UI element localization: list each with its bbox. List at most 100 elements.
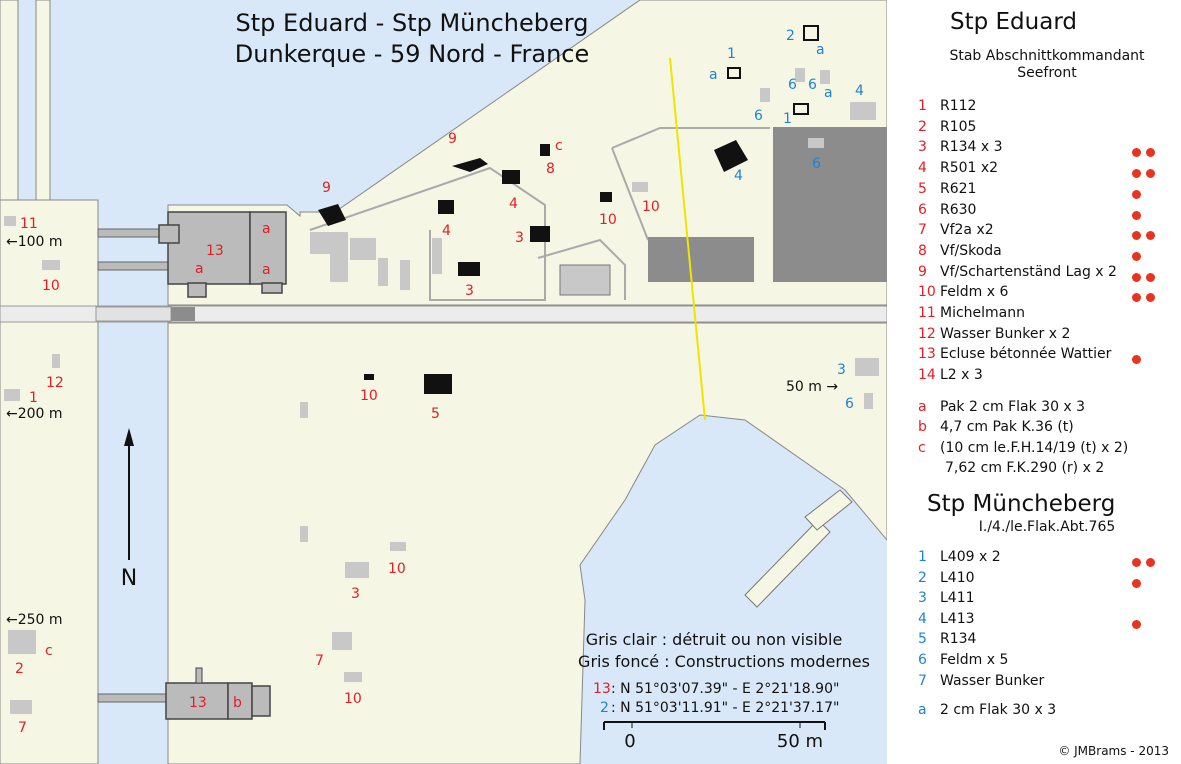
road (0, 305, 887, 323)
surviving-bunkers (318, 25, 819, 394)
label-b: b (233, 695, 242, 711)
status-dot (1146, 558, 1155, 567)
legend-row: 2 R105 (887, 119, 1181, 139)
label-10d: 10 (360, 388, 378, 404)
legend-row-label: 7,62 cm F.K.290 (r) x 2 (945, 459, 1105, 476)
blue-4b: 4 (734, 168, 743, 184)
legend-row: 7,62 cm F.K.290 (r) x 2 (887, 460, 1181, 480)
red-labels: 9 c 8 9 4 3 10 10 4 3 13 a a a 11 10 12 … (15, 131, 660, 736)
legend-row-label: Vf/Schartenständ Lag x 2 (940, 263, 1117, 280)
legend-eduard-sub1: Stab Abschnittkommandant (949, 48, 1145, 64)
coord2-num: 2 (600, 700, 609, 716)
bridge-end (171, 307, 195, 321)
legend-row-label: 4,7 cm Pak K.36 (t) (940, 419, 1074, 436)
label-a1: a (262, 221, 271, 237)
map-title-line1: Stp Eduard - Stp Müncheberg (236, 9, 589, 37)
label-c: c (555, 138, 563, 154)
legend-row: c(10 cm le.F.H.14/19 (t) x 2) (887, 440, 1181, 460)
legend-muencheberg-sub: I./4./le.Flak.Abt.765 (978, 519, 1116, 535)
scale-end: 50 m (777, 731, 823, 752)
legend-row: 1 R112 (887, 98, 1181, 118)
quay-left-pier (35, 0, 51, 201)
legend-row-number: 3 (918, 139, 927, 156)
status-dot (1146, 293, 1155, 303)
lock-13-top (167, 211, 251, 285)
pier (744, 519, 831, 608)
legend-row-dots (1132, 270, 1160, 286)
distance-250: ←250 m (6, 612, 63, 628)
label-13-top: 13 (206, 243, 224, 259)
legend-row-number: 2 (918, 118, 927, 135)
label-4b: 4 (442, 223, 451, 239)
fence-west (309, 166, 546, 301)
legend-row-number: 6 (918, 201, 927, 218)
scale-bar (603, 721, 826, 730)
status-dot (1132, 619, 1141, 629)
legend-row-label: Wasser Bunker x 2 (940, 325, 1071, 342)
blue-a3: a (824, 85, 833, 101)
label-7a: 7 (315, 653, 324, 669)
legend-row-dots (1132, 249, 1146, 265)
label-10e: 10 (388, 561, 406, 577)
status-dot (1146, 148, 1155, 158)
legend-row-number: 4 (918, 160, 927, 177)
legend-row: 4 R501 x2 (887, 160, 1181, 180)
lock-gate-bottom (97, 261, 169, 271)
blue-1b: 1 (783, 111, 792, 127)
legend-row-number: 2 (918, 569, 927, 586)
legend-row-number: 7 (918, 222, 927, 239)
legend-row-label: Feldm x 5 (940, 652, 1009, 668)
legend-row: 6 Feldm x 5 (887, 652, 1181, 672)
legend-row-number: 4 (918, 610, 927, 627)
legend-row-dots (1132, 208, 1146, 224)
legend-row-number: 1 (918, 98, 927, 114)
fence-east2 (611, 147, 649, 241)
destroyed-structures (4, 68, 879, 714)
north-label: N (121, 566, 137, 591)
status-dot (1132, 210, 1141, 220)
label-3c: 3 (351, 586, 360, 602)
label-c2: c (45, 643, 53, 659)
legend-row-number: a (918, 702, 927, 718)
legend-row-label: L410 (940, 569, 975, 586)
status-dot (1132, 231, 1141, 241)
status-dot (1132, 355, 1141, 365)
legend-row-number: 10 (918, 284, 936, 301)
legend-row-dots (1132, 228, 1160, 244)
lock-bottom-gate (97, 693, 169, 703)
legend-row-label: R105 (940, 118, 977, 135)
legend-row-number: a (918, 399, 927, 415)
land-south (167, 322, 887, 764)
legend-eduard-sub2: Seefront (1017, 65, 1077, 81)
label-a3: a (262, 262, 271, 278)
legend-row-number: 6 (918, 652, 927, 668)
lock-13-foot (187, 282, 207, 298)
legend-row-label: L409 x 2 (940, 549, 1001, 565)
label-9b: 9 (322, 180, 331, 196)
legend-row-label: R112 (940, 98, 977, 114)
legend-row-number: 8 (918, 242, 927, 259)
land-north (167, 0, 887, 306)
legend-row-label: L413 (940, 610, 975, 627)
blue-4a: 4 (855, 83, 864, 99)
status-dot (1132, 293, 1141, 303)
legend-row-number: 12 (918, 325, 936, 342)
legend-row-label: 2 cm Flak 30 x 3 (940, 702, 1057, 718)
distance-200: ←200 m (6, 406, 63, 422)
blue-a1: a (816, 42, 825, 58)
coord1-num: 13 (593, 681, 611, 697)
caption-light: Gris clair : détruit ou non visible (586, 630, 843, 649)
legend-row-number: 5 (918, 631, 927, 648)
legend-row-label: Pak 2 cm Flak 30 x 3 (940, 399, 1086, 415)
legend-row-label: Michelmann (940, 305, 1026, 321)
label-3a: 3 (515, 230, 524, 246)
legend-row-label: R501 x2 (940, 160, 999, 177)
legend-row-label: (10 cm le.F.H.14/19 (t) x 2) (940, 439, 1129, 456)
legend-row-label: R630 (940, 201, 977, 218)
